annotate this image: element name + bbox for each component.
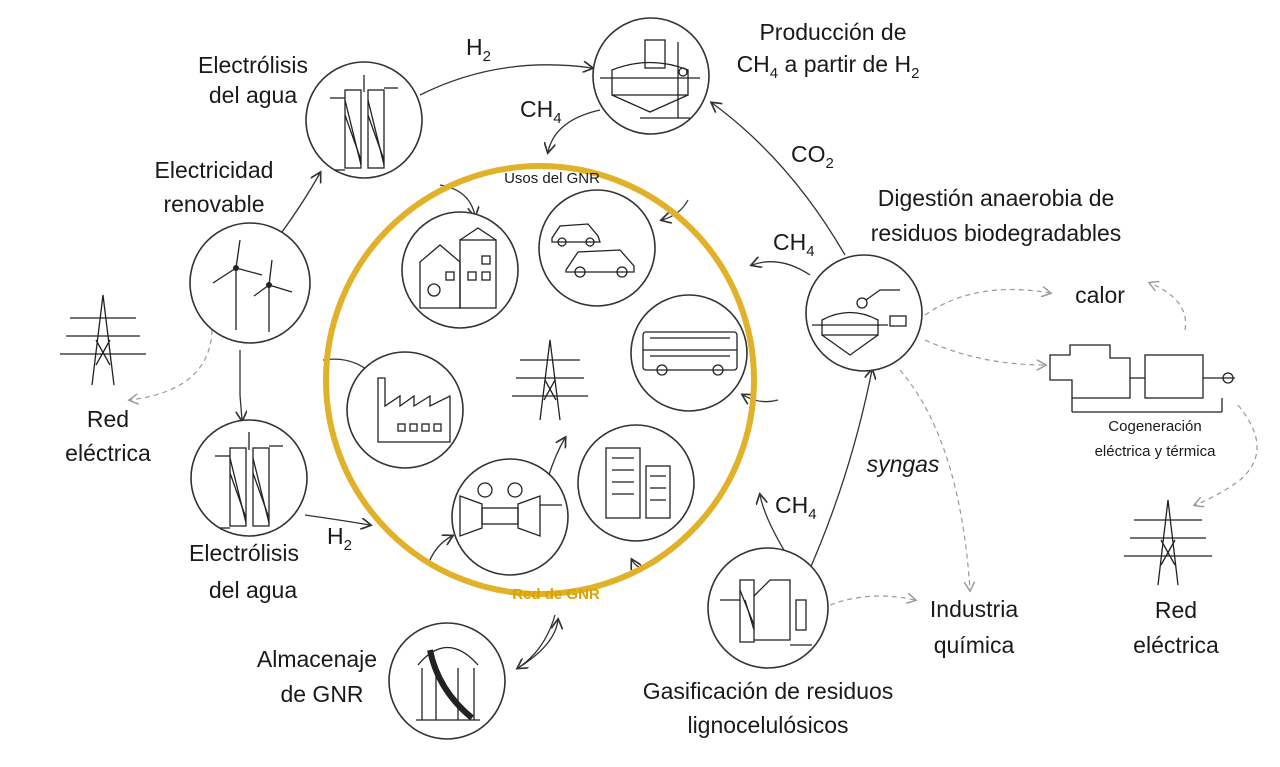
ch4-mid-label: CH4	[773, 229, 815, 260]
cars-icon	[551, 223, 635, 278]
gasifier-icon	[720, 579, 812, 646]
methanation-subtitle: CH4 a partir de H2	[737, 51, 920, 82]
grid-right-title: Red	[1155, 597, 1197, 623]
turbine-node	[451, 458, 569, 576]
renewable-electricity-node	[189, 222, 311, 344]
power-tower-icon	[512, 339, 588, 421]
digestion-subtitle: residuos biodegradables	[871, 220, 1122, 246]
renewable-subtitle: renovable	[163, 191, 264, 217]
electrolyzer-icon	[215, 432, 283, 529]
ch4-bottom-label: CH4	[775, 492, 817, 523]
h2-bottom-label: H2	[327, 523, 352, 554]
office-node	[577, 424, 695, 542]
electrolysis-top-node	[305, 61, 423, 179]
gnr-uses-label: Usos del GNR	[504, 170, 600, 187]
dashed-arrows	[130, 283, 1258, 606]
factory-icon	[377, 377, 451, 443]
electrolysis-top-subtitle: del agua	[209, 82, 297, 108]
electrolysis-top-title: Electrólisis	[198, 52, 308, 78]
cogeneration-engine-icon	[1049, 344, 1235, 413]
gas-storage-icon	[416, 646, 480, 721]
grid-left-subtitle: eléctrica	[65, 440, 151, 466]
electrolysis-bottom-title: Electrólisis	[189, 540, 299, 566]
syngas-label: syngas	[867, 451, 940, 477]
heat-label: calor	[1075, 282, 1125, 308]
methanation-node	[592, 17, 710, 135]
cogeneration-title: Cogeneración	[1108, 418, 1201, 435]
gnr-network-ring	[323, 163, 757, 597]
methanation-reactor-icon	[600, 39, 700, 119]
methanation-title: Producción de	[759, 19, 906, 45]
industry-subtitle: química	[934, 632, 1015, 658]
storage-title: Almacenaje	[257, 646, 377, 672]
electrolysis-bottom-node	[190, 419, 308, 537]
office-building-icon	[605, 447, 671, 519]
electrolyzer-icon	[330, 75, 398, 171]
house-icon	[419, 227, 497, 309]
digester-icon	[812, 289, 907, 356]
grid-left-title: Red	[87, 406, 129, 432]
co2-label: CO2	[791, 141, 834, 172]
digestion-title: Digestión anaerobia de	[878, 185, 1115, 211]
gasification-title: Gasificación de residuos	[643, 678, 894, 704]
electrolysis-bottom-subtitle: del agua	[209, 577, 297, 603]
bus-node	[630, 294, 748, 412]
gasification-node	[707, 547, 829, 669]
factory-node	[346, 351, 464, 469]
cars-node	[538, 189, 656, 307]
ch4-top-label: CH4	[520, 96, 562, 127]
gnr-network-label: Red de GNR	[512, 586, 600, 603]
cogeneration-subtitle: eléctrica y térmica	[1095, 443, 1217, 460]
anaerobic-digestion-node	[805, 254, 923, 372]
turbine-icon	[459, 482, 562, 537]
grid-right-subtitle: eléctrica	[1133, 632, 1219, 658]
gasification-subtitle: lignocelulósicos	[687, 712, 848, 738]
storage-node	[388, 622, 506, 740]
house-node	[401, 211, 519, 329]
power-tower-icon	[1124, 499, 1212, 586]
industry-title: Industria	[930, 596, 1018, 622]
h2-top-label: H2	[466, 34, 491, 65]
bus-icon	[642, 331, 738, 376]
wind-turbine-icon	[212, 239, 293, 332]
renewable-title: Electricidad	[155, 157, 274, 183]
power-tower-icon	[60, 294, 146, 386]
storage-subtitle: de GNR	[280, 681, 363, 707]
